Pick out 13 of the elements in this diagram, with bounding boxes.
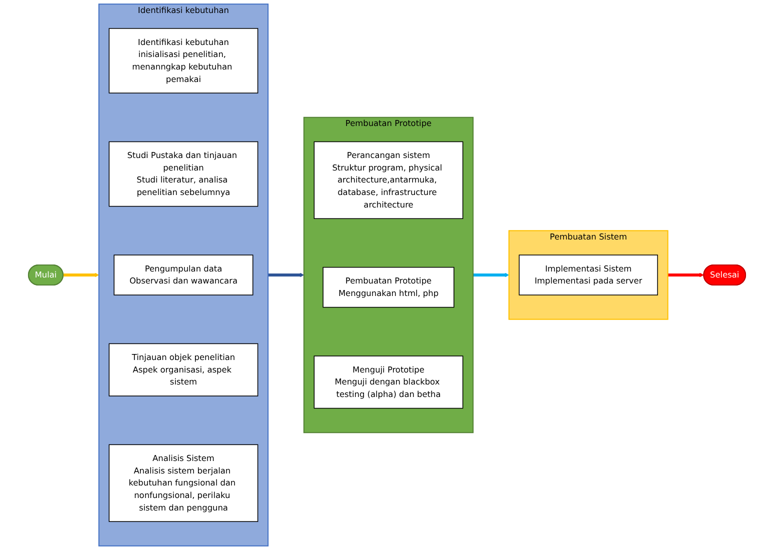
arrow — [268, 272, 304, 278]
node-box: Analisis Sistem Analisis sistem berjalan kebutuhan fungsional dan nonfungsional, perilaku sistem dan pengguna — [108, 444, 258, 522]
node-box: Menguji Prototipe Menguji dengan blackbox testing (alpha) dan betha — [314, 356, 464, 409]
node-box: Perancangan sistem Struktur program, physical architecture,antarmuka, database, infrastructure architecture — [314, 141, 464, 219]
node-box: Pengumpulan data Observasi dan wawancara — [114, 254, 254, 296]
node-box: Tinjauan objek penelitian Aspek organisasi, aspek sistem — [108, 343, 258, 396]
node-box: Identifikasi kebutuhan inisialisasi penelitian, menanngkap kebutuhan pemakai — [108, 28, 258, 94]
node-box: Pembuatan Prototipe Menggunakan html, php — [322, 266, 454, 308]
arrow — [63, 272, 100, 278]
node-box: Implementasi Sistem Implementasi pada server — [518, 254, 658, 296]
arrow — [473, 272, 510, 278]
arrow — [668, 272, 704, 278]
node-box: Studi Pustaka dan tinjauan penelitian Studi literatur, analisa penelitian sebelumnya — [108, 141, 258, 207]
